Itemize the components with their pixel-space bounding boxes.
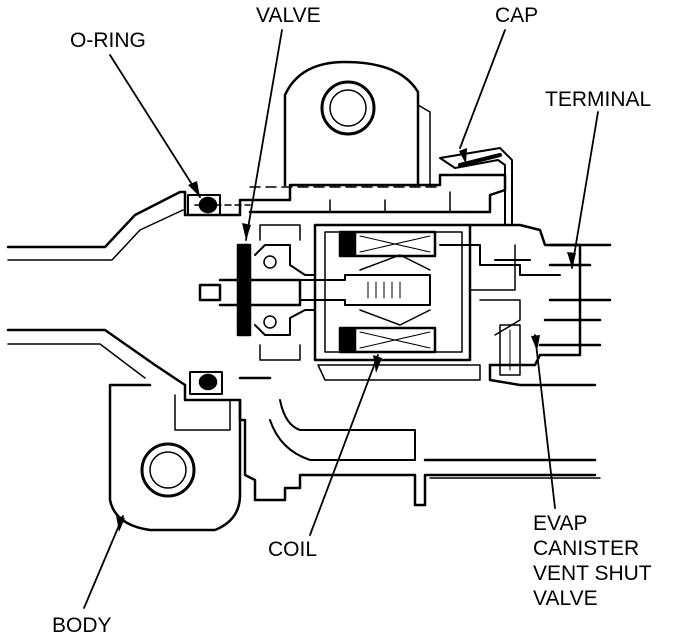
arrowheads	[116, 148, 576, 532]
leader-o-ring	[109, 54, 201, 198]
leader-valve	[245, 29, 283, 241]
inlet-pipe-upper-inner	[7, 209, 184, 261]
plunger	[299, 274, 431, 306]
housing-upper	[183, 173, 507, 217]
solenoid-frame	[313, 223, 472, 362]
valve-stem	[198, 283, 222, 302]
label-evap-line4: VALVE	[533, 587, 598, 610]
leader-coil	[309, 354, 379, 536]
label-valve: VALVE	[256, 4, 321, 27]
valve-disc	[236, 243, 252, 337]
inlet-pipe-lower	[6, 328, 187, 387]
top-bracket-hole	[320, 80, 376, 136]
label-evap-line2: CANISTER	[533, 537, 640, 560]
leader-body	[83, 515, 124, 609]
top-bracket	[283, 60, 420, 187]
inlet-pipe-upper	[6, 190, 187, 249]
inlet-pipe-lower-inner	[7, 343, 146, 379]
right-fins	[518, 243, 612, 387]
label-evap-line3: VENT SHUT	[533, 562, 652, 585]
label-body: BODY	[52, 614, 112, 637]
o-ring-lower-seat	[189, 371, 223, 395]
label-terminal: TERMINAL	[545, 88, 652, 111]
label-cap: CAP	[495, 4, 539, 27]
o-ring-lower	[198, 373, 218, 391]
outlet-tube	[269, 399, 416, 461]
terminal-pin	[439, 244, 561, 276]
leader-evap	[534, 334, 556, 509]
label-o-ring: O-RING	[70, 29, 146, 52]
body-bracket	[108, 383, 242, 532]
leader-cap	[459, 29, 506, 149]
label-evap-line1: EVAP	[533, 512, 588, 535]
o-ring-upper	[198, 196, 218, 214]
o-ring-upper-seat	[187, 194, 221, 216]
housing-lower	[183, 383, 597, 507]
label-coil: COIL	[268, 538, 318, 561]
body-bracket-hole	[140, 442, 196, 498]
leader-terminal	[571, 111, 599, 269]
leader-lines	[83, 29, 599, 609]
